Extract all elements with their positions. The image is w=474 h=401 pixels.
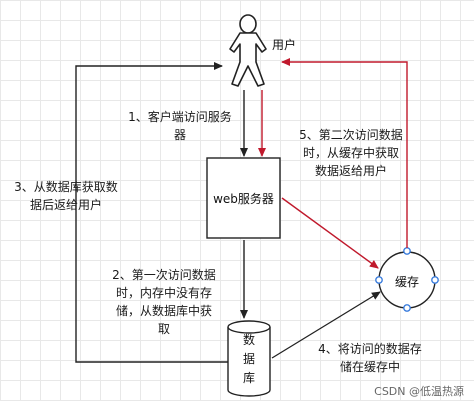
arrow-step4 [271, 291, 381, 359]
cache-label: 缓存 [394, 275, 419, 289]
arrow-step3 [75, 62, 228, 363]
web-server-box [206, 157, 281, 239]
arrow-step5 [281, 58, 408, 248]
step1-label: 1、客户端访问服务 器 [128, 110, 232, 142]
user-label: 用户 [272, 38, 297, 52]
selection-handle-icon [375, 247, 439, 312]
database-label: 数 据 库 [242, 333, 255, 385]
step4-label: 4、将访问的数据存 储在缓存中 [318, 342, 422, 374]
step5-label: 5、第二次访问数据 时，从缓存中获取 数据返给用户 [299, 128, 403, 178]
watermark: CSDN @低温热源 [374, 385, 464, 398]
database-node [227, 320, 271, 397]
user-icon [229, 14, 267, 87]
web-server-label: web服务器 [213, 192, 274, 206]
arrow-red-server-to-cache [281, 197, 379, 269]
step3-label: 3、从数据库获取数 据后返给用户 [14, 180, 118, 212]
step2-label: 2、第一次访问数据 时，内存中没有存 储，从数据库中获 取 [112, 268, 216, 336]
